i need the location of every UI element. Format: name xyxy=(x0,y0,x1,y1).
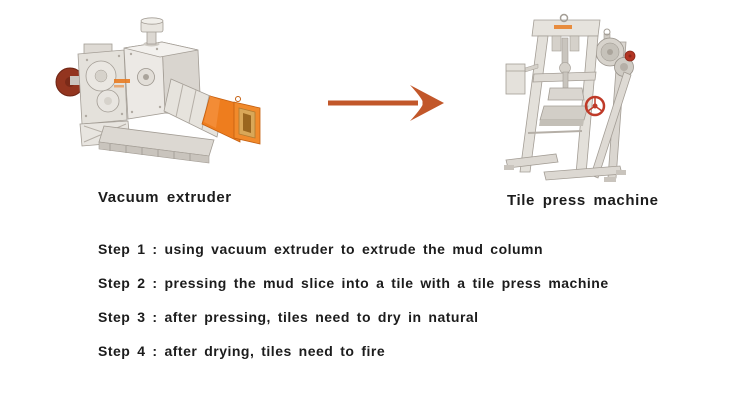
process-steps: Step 1 : using vacuum extruder to extrud… xyxy=(98,239,609,375)
diagonal-strut xyxy=(590,71,632,179)
gearbox xyxy=(77,43,128,125)
step-4: Step 4 : after drying, tiles need to fir… xyxy=(98,343,386,359)
brand-mark xyxy=(114,79,130,88)
step-1: Step 1 : using vacuum extruder to extrud… xyxy=(98,241,544,257)
vacuum-chamber xyxy=(123,41,202,120)
extruder-nozzle xyxy=(201,95,261,145)
base-feet xyxy=(504,153,626,182)
vacuum-cap xyxy=(140,17,164,47)
press-ram-assembly xyxy=(539,35,589,126)
machine-base xyxy=(98,125,215,164)
motor-gear-assembly xyxy=(595,28,636,77)
step-3: Step 3 : after pressing, tiles need to d… xyxy=(98,309,479,325)
tile-press-illustration xyxy=(504,13,636,182)
step-2: Step 2 : pressing the mud slice into a t… xyxy=(98,275,609,291)
vacuum-extruder-label: Vacuum extruder xyxy=(98,189,232,206)
vacuum-extruder-image xyxy=(44,16,266,166)
process-arrow-icon xyxy=(326,85,444,121)
vacuum-extruder-illustration xyxy=(55,17,261,164)
tile-press-machine-label: Tile press machine xyxy=(507,192,659,209)
control-box xyxy=(505,63,539,95)
handwheel-icon xyxy=(584,95,606,117)
brand-mark xyxy=(554,25,572,29)
tile-press-machine-image xyxy=(498,12,662,190)
